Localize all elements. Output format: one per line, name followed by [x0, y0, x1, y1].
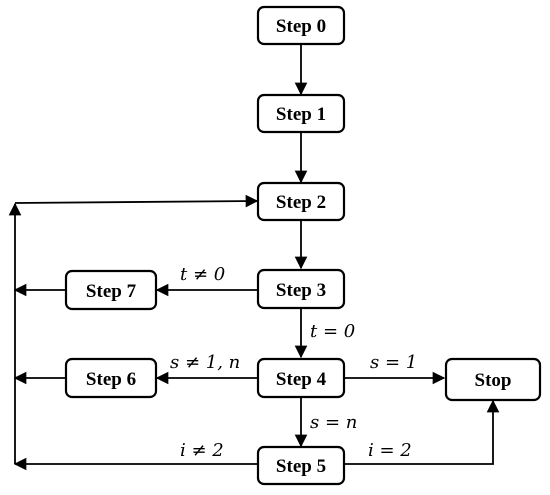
- node-step6-label: Step 6: [86, 369, 136, 390]
- node-step3: Step 3: [256, 268, 346, 310]
- label-i-eq-2: i = 2: [368, 440, 412, 461]
- label-t-neq-0: t ≠ 0: [180, 264, 225, 285]
- label-i-neq-2: i ≠ 2: [180, 440, 224, 461]
- node-step7: Step 7: [64, 269, 158, 311]
- node-step1: Step 1: [256, 93, 346, 134]
- node-stop-label: Stop: [475, 370, 512, 391]
- label-s-neq-1-n: s ≠ 1, n: [170, 352, 240, 373]
- node-step3-label: Step 3: [276, 280, 326, 301]
- node-step2: Step 2: [256, 181, 346, 222]
- node-step0: Step 0: [256, 5, 346, 46]
- edge-labels: t ≠ 0 t = 0 s ≠ 1, n s = 1 s = n i ≠ 2 i…: [170, 264, 417, 461]
- node-step5-label: Step 5: [276, 456, 326, 477]
- node-step5: Step 5: [256, 445, 346, 486]
- node-step4-label: Step 4: [276, 369, 327, 390]
- edge-bus-step2: [14, 194, 259, 208]
- label-s-eq-n: s = n: [310, 412, 357, 433]
- node-stop: Stop: [444, 357, 542, 402]
- node-step0-label: Step 0: [276, 16, 326, 37]
- label-t-eq-0: t = 0: [310, 321, 355, 342]
- node-step4: Step 4: [256, 357, 346, 399]
- node-step2-label: Step 2: [276, 192, 326, 213]
- edges: [8, 44, 500, 471]
- node-step7-label: Step 7: [86, 281, 137, 302]
- label-s-eq-1: s = 1: [370, 352, 417, 373]
- node-step1-label: Step 1: [276, 104, 326, 125]
- edge-step5-stop: [345, 399, 500, 465]
- node-step6: Step 6: [64, 357, 158, 399]
